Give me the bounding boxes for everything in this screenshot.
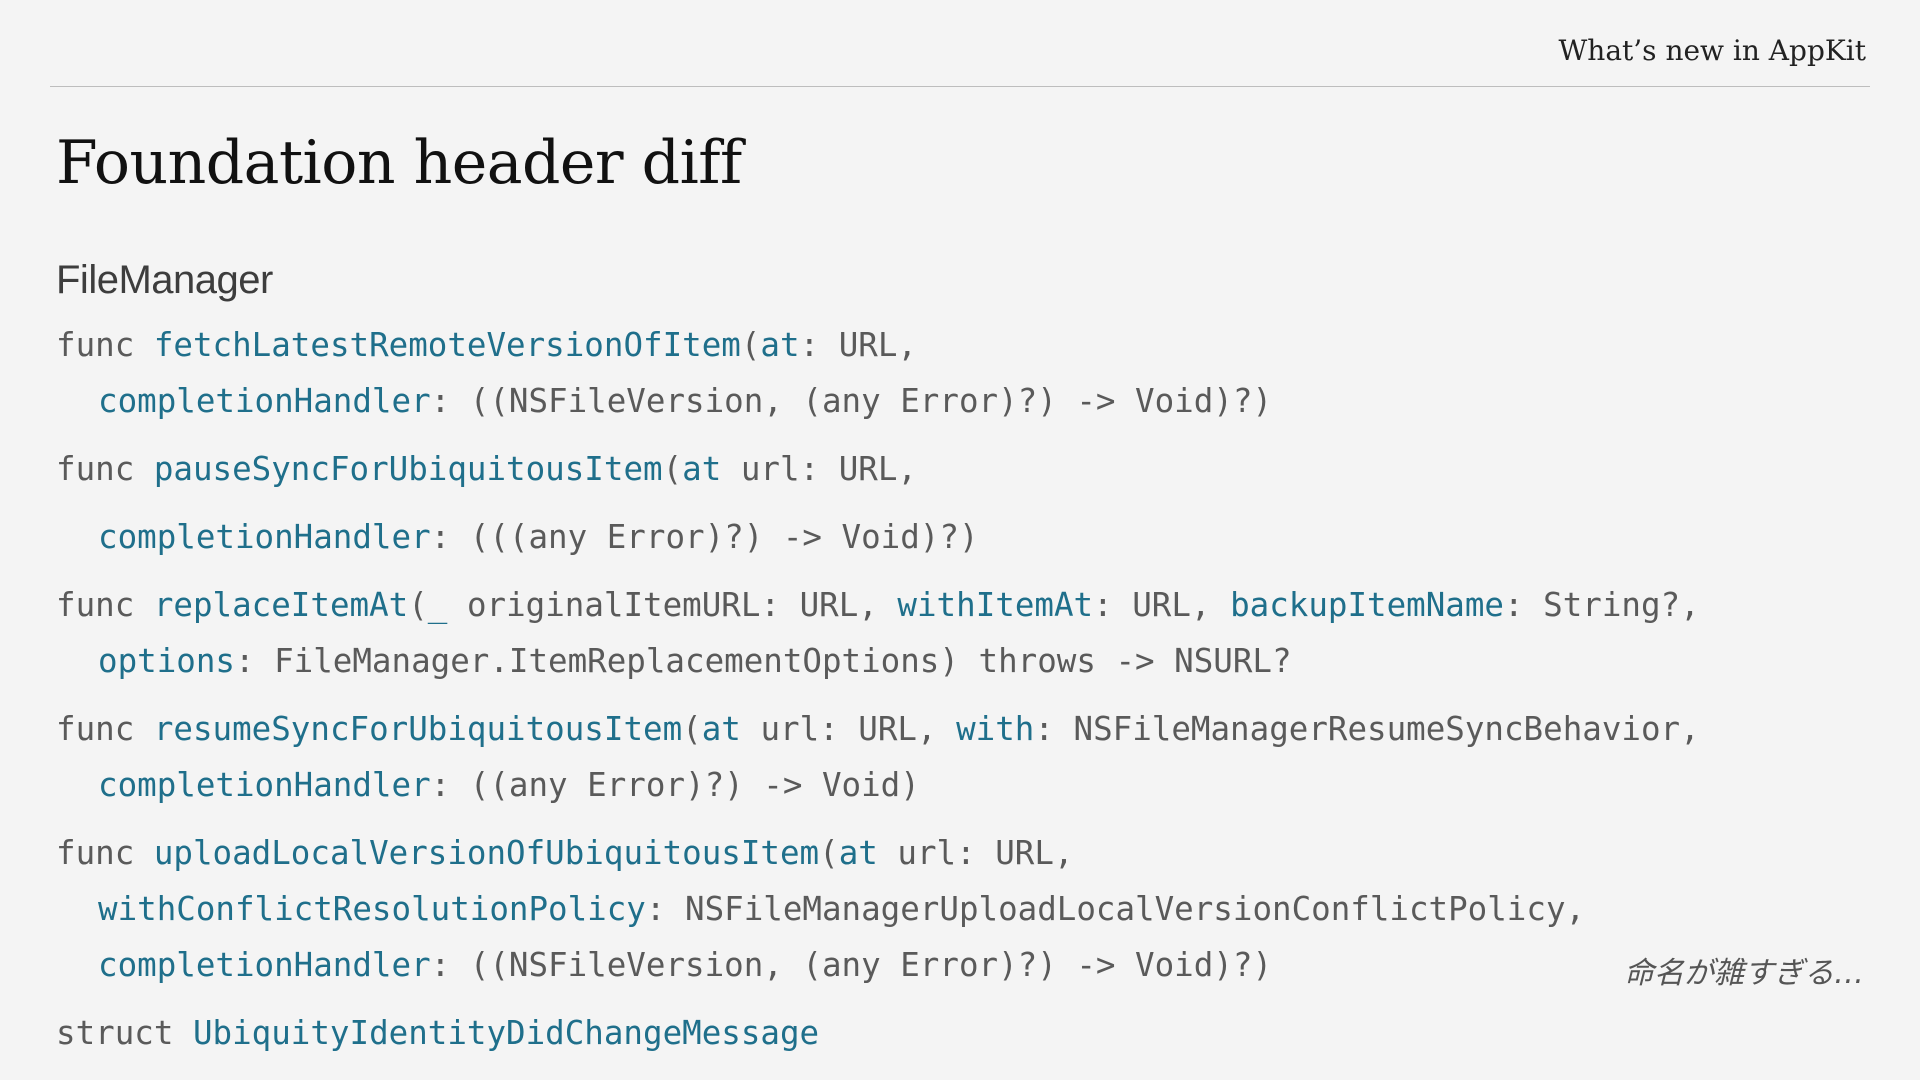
code-text: func bbox=[56, 326, 154, 364]
handwritten-annotation: 命名が雑すぎる… bbox=[1624, 956, 1864, 991]
code-identifier: backupItemName bbox=[1230, 586, 1504, 624]
code-identifier: resumeSyncForUbiquitousItem bbox=[153, 710, 683, 748]
code-identifier: with bbox=[956, 710, 1035, 748]
code-identifier: fetchLatestRemoteVersionOfItem bbox=[153, 326, 741, 364]
code-text: : ((NSFileVersion, (any Error)?) -> Void… bbox=[430, 382, 1273, 420]
code-text: func bbox=[56, 586, 154, 624]
code-text: : String?, bbox=[1504, 586, 1700, 624]
code-line: func replaceItemAt(_ originalItemURL: UR… bbox=[56, 585, 1700, 625]
code-line: struct UbiquityIdentityDidChangeMessage bbox=[56, 1013, 819, 1053]
code-identifier: options bbox=[98, 642, 235, 680]
code-identifier: completionHandler bbox=[98, 382, 431, 420]
slide-title: Foundation header diff bbox=[56, 128, 742, 198]
code-identifier: at bbox=[682, 450, 722, 488]
code-line: func uploadLocalVersionOfUbiquitousItem(… bbox=[56, 833, 1074, 873]
code-line: func pauseSyncForUbiquitousItem(at url: … bbox=[56, 449, 917, 489]
code-text: : ((any Error)?) -> Void) bbox=[430, 766, 920, 804]
code-identifier: UbiquityIdentityDidChangeMessage bbox=[192, 1014, 820, 1052]
code-identifier: at bbox=[760, 326, 800, 364]
code-text: : URL, bbox=[1093, 586, 1231, 624]
code-line: completionHandler: ((NSFileVersion, (any… bbox=[98, 945, 1272, 985]
code-identifier: completionHandler bbox=[98, 766, 431, 804]
code-text: url: URL, bbox=[721, 450, 917, 488]
code-identifier: completionHandler bbox=[98, 518, 431, 556]
section-heading: FileManager bbox=[56, 258, 273, 302]
code-text: ( bbox=[408, 586, 428, 624]
code-text: : URL, bbox=[799, 326, 917, 364]
code-text: ( bbox=[740, 326, 761, 364]
code-line: func fetchLatestRemoteVersionOfItem(at: … bbox=[56, 325, 917, 365]
code-text: struct bbox=[56, 1014, 193, 1052]
code-text: url: URL, bbox=[877, 834, 1074, 872]
code-identifier: withConflictResolutionPolicy bbox=[98, 890, 646, 928]
header-title: What’s new in AppKit bbox=[1558, 34, 1866, 67]
code-identifier: at bbox=[838, 834, 878, 872]
code-line: completionHandler: ((any Error)?) -> Voi… bbox=[98, 765, 920, 805]
code-text: originalItemURL: URL, bbox=[447, 586, 898, 624]
code-text: func bbox=[56, 710, 154, 748]
code-identifier: uploadLocalVersionOfUbiquitousItem bbox=[153, 834, 820, 872]
code-text: ( bbox=[682, 710, 702, 748]
code-text: func bbox=[56, 834, 154, 872]
code-identifier: withItemAt bbox=[897, 586, 1094, 624]
code-line: completionHandler: (((any Error)?) -> Vo… bbox=[98, 517, 979, 557]
code-text: func bbox=[56, 450, 154, 488]
code-identifier: at bbox=[701, 710, 741, 748]
code-line: withConflictResolutionPolicy: NSFileMana… bbox=[98, 889, 1585, 929]
code-text: url: URL, bbox=[740, 710, 957, 748]
code-identifier: completionHandler bbox=[98, 946, 431, 984]
code-identifier: pauseSyncForUbiquitousItem bbox=[153, 450, 663, 488]
code-identifier: replaceItemAt bbox=[153, 586, 409, 624]
code-line: completionHandler: ((NSFileVersion, (any… bbox=[98, 381, 1272, 421]
code-text: : NSFileManagerUploadLocalVersionConflic… bbox=[645, 890, 1586, 928]
code-line: func resumeSyncForUbiquitousItem(at url:… bbox=[56, 709, 1700, 749]
code-text: : NSFileManagerResumeSyncBehavior, bbox=[1034, 710, 1700, 748]
code-identifier: _ bbox=[427, 586, 448, 624]
code-line: options: FileManager.ItemReplacementOpti… bbox=[98, 641, 1292, 681]
code-text: : (((any Error)?) -> Void)?) bbox=[430, 518, 979, 556]
header-divider bbox=[50, 86, 1870, 87]
code-text: : FileManager.ItemReplacementOptions) th… bbox=[234, 642, 1292, 680]
code-text: ( bbox=[662, 450, 683, 488]
code-text: ( bbox=[819, 834, 839, 872]
code-text: : ((NSFileVersion, (any Error)?) -> Void… bbox=[430, 946, 1273, 984]
